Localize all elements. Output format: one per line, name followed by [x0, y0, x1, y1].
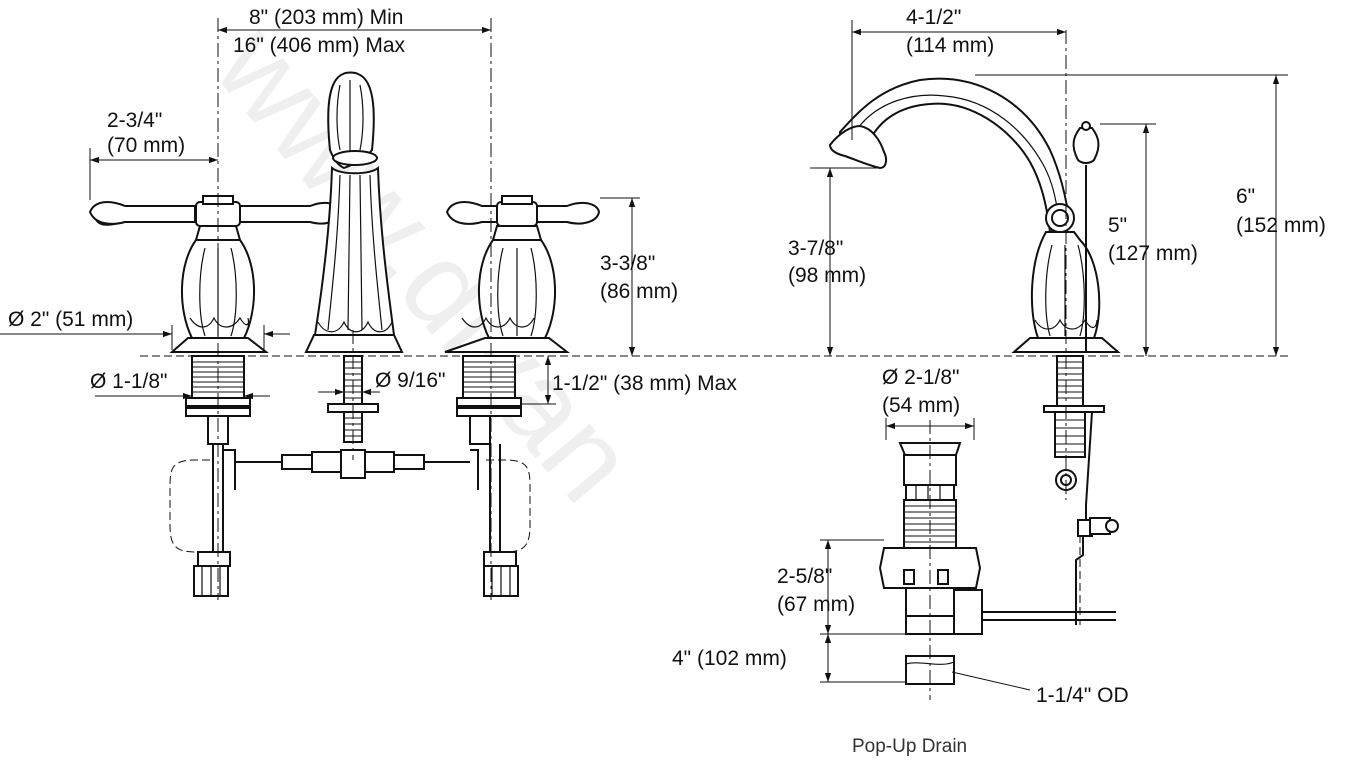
label-drain-body-in: 2-5/8"	[777, 565, 832, 588]
label-tailpiece-length: 4" (102 mm)	[672, 647, 787, 670]
label-spout-clearance-mm: (98 mm)	[788, 264, 866, 287]
label-handle-reach-mm: (70 mm)	[107, 134, 185, 157]
label-base-diameter: Ø 2" (51 mm)	[8, 308, 133, 331]
label-max-deck: 1-1/2" (38 mm) Max	[552, 372, 737, 395]
label-tailpiece-od: 1-1/4" OD	[1036, 684, 1129, 707]
label-spread-min: 8" (203 mm) Min	[249, 6, 404, 29]
label-spout-shank-diameter: Ø 9/16"	[375, 369, 446, 392]
watermark: www.divan	[189, 0, 661, 526]
label-shank-diameter: Ø 1-1/8"	[90, 370, 168, 393]
label-spread-max: 16" (406 mm) Max	[233, 34, 405, 57]
label-spout-reach-mm: (114 mm)	[906, 34, 994, 57]
label-lift-rod-height-in: 5"	[1108, 214, 1127, 237]
label-drain-body-mm: (67 mm)	[777, 593, 855, 616]
label-handle-height-mm: (86 mm)	[600, 280, 678, 303]
label-handle-height-in: 3-3/8"	[600, 252, 655, 275]
label-spout-clearance-in: 3-7/8"	[788, 237, 843, 260]
caption-pop-up-drain: Pop-Up Drain	[852, 736, 967, 757]
label-overall-height-mm: (152 mm)	[1236, 214, 1326, 237]
label-lift-rod-height-mm: (127 mm)	[1108, 242, 1198, 265]
spout-front	[235, 71, 470, 479]
label-drain-flange-in: Ø 2-1/8"	[882, 366, 960, 389]
faucet-side-view	[828, 77, 1121, 625]
label-overall-height-in: 6"	[1236, 185, 1255, 208]
label-drain-flange-mm: (54 mm)	[882, 394, 960, 417]
dimension-lines	[0, 20, 1288, 691]
label-spout-reach-in: 4-1/2"	[906, 6, 961, 29]
label-handle-reach-in: 2-3/4"	[107, 109, 162, 132]
right-handle	[444, 195, 601, 597]
pop-up-drain	[878, 420, 1116, 700]
